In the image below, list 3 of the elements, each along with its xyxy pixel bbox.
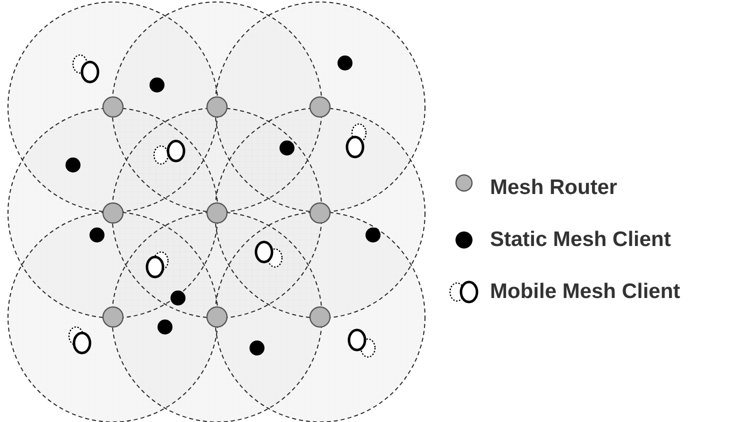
legend-label: Static Mesh Client — [490, 229, 671, 250]
legend-label: Mobile Mesh Client — [490, 281, 680, 302]
legend-label: Mesh Router — [490, 177, 618, 198]
